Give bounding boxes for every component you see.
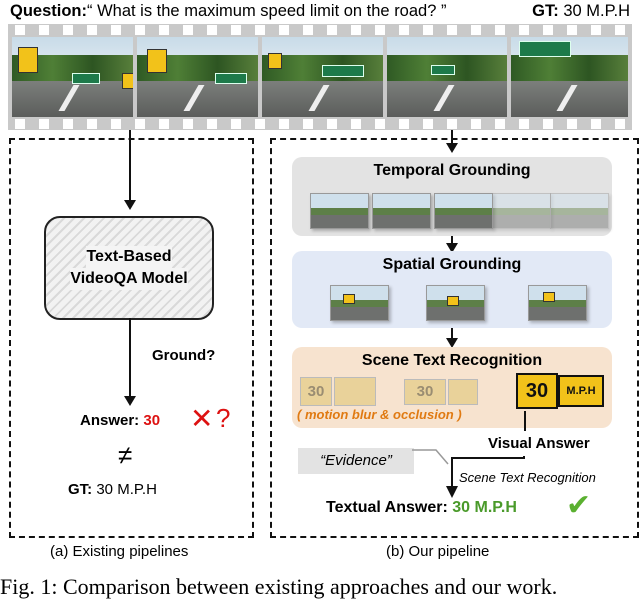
scene-text-recognition-stage: Scene Text Recognition 30 30 30 M.P.H xyxy=(292,347,612,428)
highway-sign-icon xyxy=(431,65,455,75)
question-label: Question: xyxy=(10,2,87,20)
temporal-frame-thumb xyxy=(372,193,431,229)
spatial-grounding-title: Spatial Grounding xyxy=(382,256,522,273)
spatial-grounding-stage: Spatial Grounding xyxy=(292,251,612,328)
arrow-head xyxy=(446,243,458,253)
film-perforations-bottom xyxy=(8,119,632,129)
answer-line: Answer: 30 xyxy=(80,412,160,429)
film-perforations-top xyxy=(8,25,632,35)
video-frame-2 xyxy=(137,37,258,117)
arrow-spatial-to-scene xyxy=(451,328,453,340)
scene-text-recognition-title: Scene Text Recognition xyxy=(361,352,543,369)
evidence-connector xyxy=(412,449,449,465)
cross-icon: ✕ xyxy=(190,403,214,434)
video-film-strip xyxy=(8,24,632,130)
blurred-sign-crop xyxy=(334,377,376,406)
ground-question-label: Ground? xyxy=(152,347,216,364)
speed-sign-icon xyxy=(18,47,38,73)
left-gt-label: GT: xyxy=(68,481,93,498)
textual-answer-value: 30 M.P.H xyxy=(452,499,517,516)
question-line: Question:“ What is the maximum speed lim… xyxy=(10,2,446,21)
arrow-head xyxy=(124,396,136,406)
clear-sign-unit: M.P.H xyxy=(558,375,604,407)
arrow-film-to-model xyxy=(129,130,131,200)
temporal-frame-thumb xyxy=(434,193,493,229)
blurred-sign-crop: 30 xyxy=(300,377,332,406)
top-gt-label: GT: xyxy=(532,2,559,20)
spatial-frame-thumb xyxy=(528,285,587,321)
temporal-frame-thumb xyxy=(310,193,369,229)
visual-answer-label: Visual Answer xyxy=(488,435,590,452)
existing-pipeline-panel xyxy=(9,138,254,538)
question-mark-icon: ? xyxy=(216,403,231,433)
temporal-frame-thumb-faded xyxy=(492,193,551,229)
clear-sign-number: 30 xyxy=(516,373,558,409)
answer-label: Answer: xyxy=(80,412,140,429)
temporal-grounding-title: Temporal Grounding xyxy=(373,162,531,179)
occluded-sign-crop xyxy=(448,379,478,405)
arrow-head xyxy=(446,338,458,348)
our-pipeline-panel xyxy=(270,138,639,538)
model-label-line1: Text-Based xyxy=(86,246,172,268)
textual-answer-line: Textual Answer: 30 M.P.H xyxy=(326,499,517,517)
temporal-grounding-stage: Temporal Grounding xyxy=(292,157,612,236)
videoqa-model-box: Text-Based VideoQA Model xyxy=(44,216,214,320)
arrow-model-to-answer xyxy=(129,318,131,398)
arrow-temporal-to-spatial xyxy=(451,236,453,245)
speed-sign-icon xyxy=(147,49,167,73)
speed-sign-icon xyxy=(268,53,282,69)
highway-sign-icon xyxy=(215,73,247,84)
motion-blur-note: ( motion blur & occlusion ) xyxy=(297,407,462,422)
checkmark-icon: ✔ xyxy=(566,489,592,522)
highway-sign-icon xyxy=(72,73,100,84)
highway-sign-icon xyxy=(322,65,364,77)
model-label-line2: VideoQA Model xyxy=(70,268,188,290)
textual-answer-label: Textual Answer: xyxy=(326,499,448,516)
top-gt-value: 30 M.P.H xyxy=(563,2,630,20)
scene-text-recognition-label: Scene Text Recognition xyxy=(459,470,596,485)
video-frame-3 xyxy=(262,37,383,117)
arrow-visual-to-textual xyxy=(446,456,525,498)
spatial-frame-thumb xyxy=(330,285,389,321)
figure-caption: Fig. 1: Comparison between existing appr… xyxy=(0,574,558,599)
highway-sign-icon xyxy=(519,41,571,57)
video-frame-4 xyxy=(387,37,507,117)
answer-value: 30 xyxy=(143,412,161,429)
not-equal-symbol: ≠ xyxy=(118,440,133,470)
question-text: “ What is the maximum speed limit on the… xyxy=(87,2,447,20)
connector-to-visual-answer xyxy=(524,411,526,431)
arrow-head xyxy=(124,200,136,210)
evidence-box: “Evidence” xyxy=(298,448,414,474)
speed-sign-icon xyxy=(122,73,133,89)
video-frame-1 xyxy=(12,37,133,117)
caption-existing-pipelines: (a) Existing pipelines xyxy=(50,543,189,560)
left-gt-value: 30 M.P.H xyxy=(96,481,157,498)
top-ground-truth: GT: 30 M.P.H xyxy=(532,2,630,21)
arrow-film-to-pipeline xyxy=(451,130,453,144)
temporal-frame-thumb-faded xyxy=(550,193,609,229)
spatial-frame-thumb xyxy=(426,285,485,321)
left-ground-truth: GT: 30 M.P.H xyxy=(68,481,157,498)
caption-our-pipeline: (b) Our pipeline xyxy=(386,543,490,560)
video-frame-5 xyxy=(511,37,628,117)
occluded-sign-crop: 30 xyxy=(404,379,446,405)
arrow-head xyxy=(446,143,458,153)
